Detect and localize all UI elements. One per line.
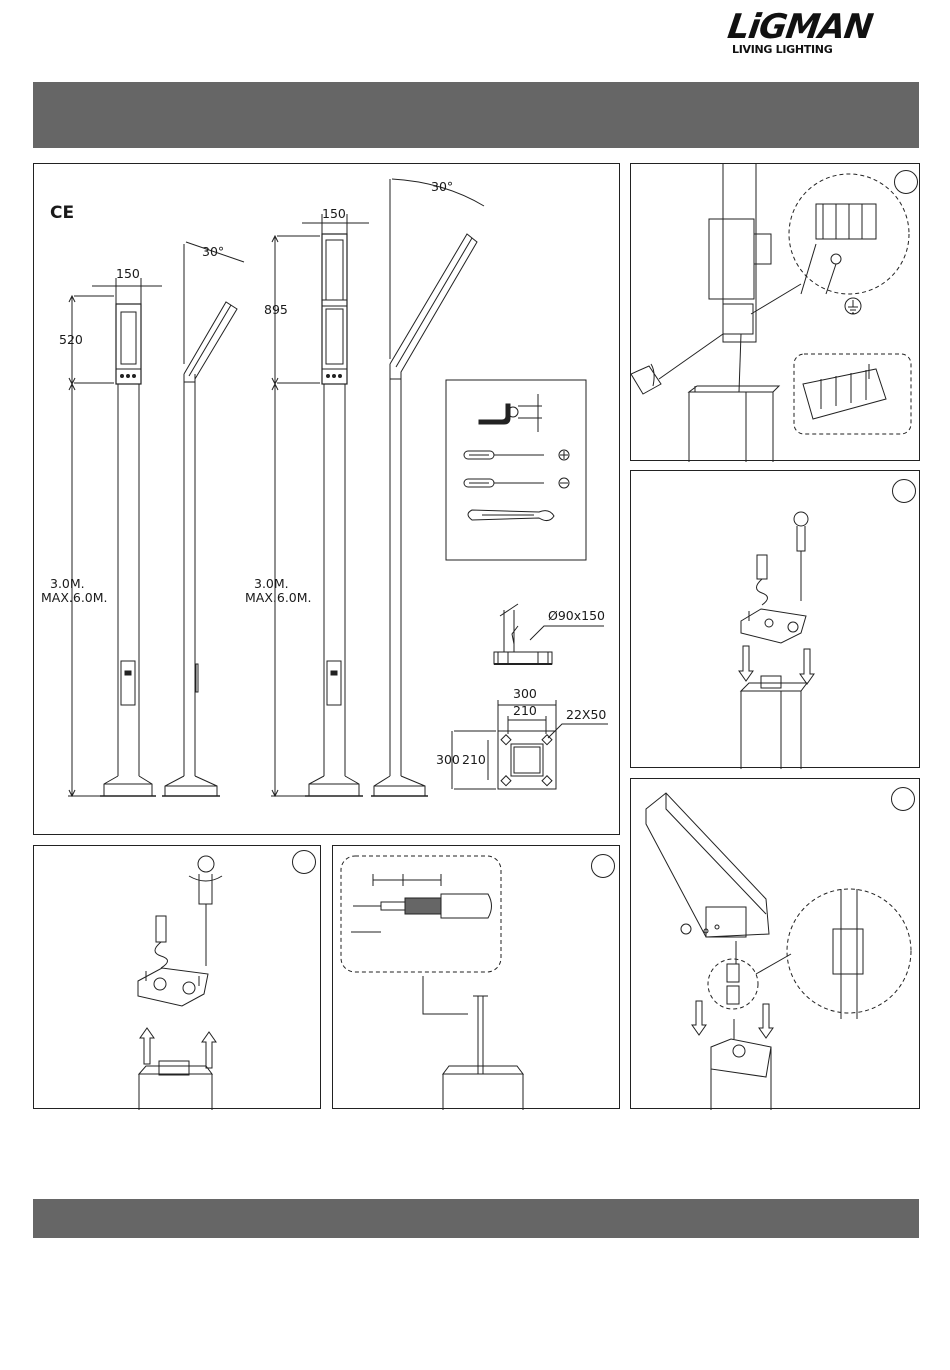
step-panel-lower-cover xyxy=(630,470,920,768)
cable-icon xyxy=(351,874,492,932)
pole-a-height-label-2: MAX.6.0M. xyxy=(41,590,108,605)
brand-tagline: LIVING LIGHTING xyxy=(732,43,832,56)
cover-plate xyxy=(741,609,806,643)
pole-a-width-dim: 150 xyxy=(116,266,140,281)
cover-plate xyxy=(138,968,208,1006)
pole-top-open xyxy=(443,996,523,1110)
hex-key-icon xyxy=(479,394,542,432)
connector-icon xyxy=(708,889,911,1019)
pole-top-open xyxy=(741,676,807,769)
pole-a-tilt-dim: 30° xyxy=(202,244,224,259)
pole-a-side xyxy=(162,302,237,796)
base-plate-diagram xyxy=(498,731,556,789)
up-arrow-icon xyxy=(140,1028,216,1068)
step-panel-wiring xyxy=(630,163,920,461)
footer-banner xyxy=(33,1199,919,1238)
flat-screwdriver-icon xyxy=(464,478,569,488)
base-outer-width-dim: 300 xyxy=(513,686,537,701)
tools-box xyxy=(446,380,586,560)
step-panel-raise-cover xyxy=(33,845,321,1109)
anchor-diameter-dim: Ø90x150 xyxy=(548,608,605,623)
pole-top-open xyxy=(139,1061,212,1110)
base-outer-height-dim: 300 xyxy=(436,752,460,767)
base-inner-height-dim: 210 xyxy=(462,752,486,767)
brand-logo: LiGMAN LIVING LIGHTING xyxy=(728,10,923,60)
pole-b-height-label-1: 3.0M. xyxy=(254,576,289,591)
step-panel-cable-strip xyxy=(332,845,620,1109)
screwdriver-icon xyxy=(794,512,808,601)
screwdriver-icon xyxy=(631,334,723,394)
pole-top-open xyxy=(689,386,779,462)
wrench-icon xyxy=(468,510,554,521)
pole-b-height-dim: 895 xyxy=(264,302,288,317)
pole-b-side xyxy=(371,234,477,796)
down-arrow-icon xyxy=(692,1001,773,1038)
cable-coil-icon xyxy=(757,555,768,605)
earth-ground-icon xyxy=(845,298,861,314)
pole-b-front xyxy=(305,234,363,796)
cable-coil-icon xyxy=(155,916,168,968)
leader-line xyxy=(423,976,468,1014)
step-panel-connect-head xyxy=(630,778,920,1109)
header-banner xyxy=(33,82,919,148)
pole-a-height-label-1: 3.0M. xyxy=(50,576,85,591)
driver-box xyxy=(709,164,771,392)
terminal-detail-icon xyxy=(794,354,911,434)
down-arrow-icon xyxy=(739,646,814,684)
terminal-block-icon xyxy=(751,174,909,314)
main-drawing-panel: CE 150 520 3.0M. MAX.6.0M. xyxy=(33,163,620,835)
base-inner-width-dim: 210 xyxy=(513,703,537,718)
base-slot-dim: 22X50 xyxy=(566,707,606,722)
ce-mark: CE xyxy=(50,203,74,223)
pole-b-height-label-2: MAX.6.0M. xyxy=(245,590,312,605)
pole-a-height-dim: 520 xyxy=(59,332,83,347)
pole-b-tilt-dim: 30° xyxy=(431,179,453,194)
pole-a-front xyxy=(100,304,156,796)
phillips-screwdriver-icon xyxy=(464,450,569,460)
screwdriver-icon xyxy=(189,856,222,966)
pole-b-width-dim: 150 xyxy=(322,206,346,221)
luminaire-head xyxy=(646,793,769,937)
brand-name: LiGMAN xyxy=(726,10,875,44)
